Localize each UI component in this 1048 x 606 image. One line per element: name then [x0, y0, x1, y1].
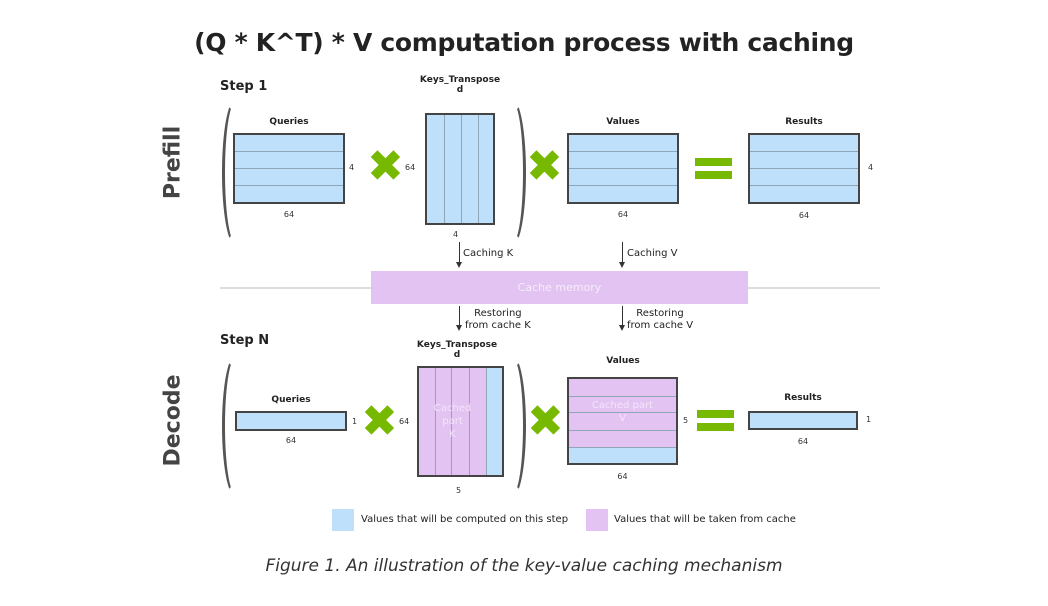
equals-icon-top: [697, 410, 734, 418]
queries-rows-dim: 1: [352, 417, 358, 426]
keys-transpose-label: Keys_Transpose d: [412, 340, 502, 361]
keys-rows-dim: 64: [399, 417, 410, 426]
caching-v-arrow: [622, 242, 623, 262]
results-cols-dim: 64: [797, 437, 809, 446]
values-cols-dim: 64: [617, 472, 628, 481]
cached-k-line-2: part: [442, 416, 463, 427]
keys-transpose-sublabel: d: [453, 349, 461, 360]
keys-transpose-matrix: Cached part K: [417, 366, 504, 477]
restore-k-line-2: from cache K: [465, 319, 531, 331]
queries-cols-dim: 64: [285, 436, 297, 445]
results-rows-dim: 4: [868, 163, 874, 172]
keys-cols-dim: 5: [456, 486, 462, 495]
right-parenthesis: [500, 356, 526, 496]
legend-label-cached: Values that will be taken from cache: [614, 514, 796, 525]
equals-icon-bottom: [697, 423, 734, 431]
cached-part-v-text: Cached part V: [569, 399, 676, 425]
restore-v-line-2: from cache V: [627, 319, 694, 331]
multiply-icon: ✖: [527, 396, 564, 447]
cached-v-line-2: V: [619, 413, 626, 424]
values-matrix: Cached part V: [567, 377, 678, 465]
equals-icon-top: [695, 158, 732, 166]
queries-vector: [235, 411, 347, 431]
results-rows-dim: 1: [866, 415, 872, 424]
restore-k-line-1: Restoring: [474, 308, 522, 319]
caching-k-arrow: [459, 242, 460, 262]
multiply-icon: ✖: [526, 141, 563, 192]
queries-label: Queries: [271, 395, 311, 405]
values-matrix: [567, 133, 679, 204]
values-cols-dim: 64: [617, 210, 629, 219]
values-rows-dim: 5: [683, 416, 689, 425]
keys-transpose-sublabel: d: [456, 84, 464, 95]
keys-transpose-title: Keys_Transpose: [419, 75, 501, 85]
restore-v-arrowhead: [619, 325, 625, 331]
cached-k-line-1: Cached: [433, 403, 472, 414]
figure-caption: Figure 1. An illustration of the key-val…: [265, 556, 783, 576]
caching-k-label: Caching K: [463, 248, 514, 259]
results-matrix: [748, 133, 860, 204]
results-vector: [748, 411, 858, 430]
keys-cols-dim: 4: [453, 230, 459, 239]
results-label: Results: [784, 393, 822, 403]
queries-matrix: [233, 133, 345, 204]
legend-swatch-cached: [586, 509, 608, 531]
equals-icon-bottom: [695, 171, 732, 179]
decode-phase-label: Decode: [160, 374, 186, 467]
caching-v-arrowhead: [619, 262, 625, 268]
cache-memory-block: Cache memory: [371, 271, 748, 304]
restore-v-arrow: [622, 306, 623, 326]
caching-k-arrowhead: [456, 262, 462, 268]
legend-label-computed: Values that will be computed on this ste…: [361, 514, 569, 525]
right-parenthesis: [500, 100, 526, 245]
results-cols-dim: 64: [798, 211, 810, 220]
step-1-label: Step 1: [220, 79, 268, 94]
restore-k-arrow: [459, 306, 460, 326]
keys-transpose-label: Keys_Transpose d: [415, 75, 505, 96]
left-parenthesis: [222, 356, 248, 496]
keys-transpose-matrix: [425, 113, 495, 225]
restore-k-label: Restoring from cache K: [465, 308, 531, 331]
restore-k-arrowhead: [456, 325, 462, 331]
values-label: Values: [606, 117, 640, 127]
queries-rows-dim: 4: [349, 163, 355, 172]
prefill-phase-label: Prefill: [160, 125, 186, 200]
cached-v-line-1: Cached part: [591, 400, 654, 411]
diagram-title: (Q * K^T) * V computation process with c…: [194, 28, 854, 57]
computed-row: [569, 447, 676, 463]
left-parenthesis: [222, 100, 248, 245]
step-n-label: Step N: [220, 333, 270, 348]
queries-label: Queries: [269, 117, 309, 127]
caching-v-label: Caching V: [627, 248, 678, 259]
restore-v-line-1: Restoring: [636, 308, 684, 319]
legend-swatch-computed: [332, 509, 354, 531]
computed-column: [486, 368, 502, 475]
multiply-icon: ✖: [367, 141, 404, 192]
queries-cols-dim: 64: [283, 210, 295, 219]
keys-rows-dim: 64: [405, 163, 416, 172]
restore-v-label: Restoring from cache V: [627, 308, 693, 331]
results-label: Results: [785, 117, 823, 127]
multiply-icon: ✖: [361, 396, 398, 447]
cached-part-k-text: Cached part K: [419, 402, 486, 441]
cached-k-line-3: K: [449, 429, 456, 440]
keys-transpose-title: Keys_Transpose: [416, 340, 498, 350]
values-label: Values: [606, 356, 640, 366]
